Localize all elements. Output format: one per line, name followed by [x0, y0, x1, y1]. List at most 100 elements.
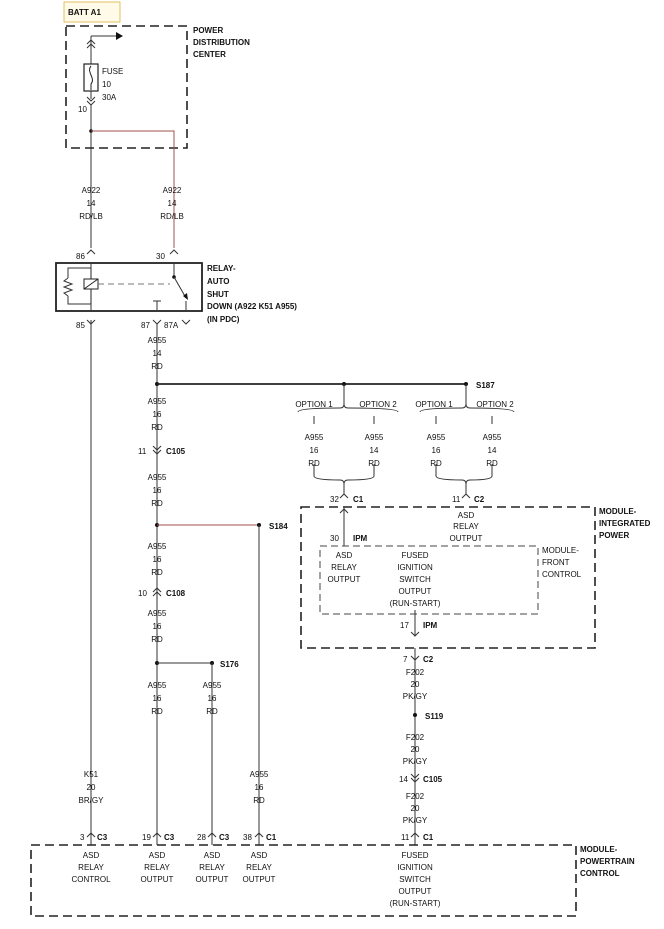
- pcm-p5-l5: (RUN-START): [390, 899, 441, 908]
- pcm-label-3: CONTROL: [580, 869, 620, 878]
- right-c2-name: C2: [423, 655, 434, 664]
- tipm-label-1: MODULE-: [599, 507, 637, 516]
- opt-wire-3-color: RD: [430, 459, 442, 468]
- fcm-label-1: MODULE-: [542, 546, 579, 555]
- pcm-p3-l3: OUTPUT: [196, 875, 229, 884]
- relay-label-2: AUTO: [207, 277, 230, 286]
- wire-k51-color: BR/GY: [79, 796, 105, 805]
- relay-switch: [153, 263, 188, 311]
- main-wire-5-color: RD: [151, 635, 163, 644]
- opt-wire-4-color: RD: [486, 459, 498, 468]
- c2-bottom-connector: [410, 655, 420, 661]
- main-wire-3-circuit: A955: [148, 473, 167, 482]
- fcm-fused-4: OUTPUT: [399, 587, 432, 596]
- pdc-label-2: DISTRIBUTION: [193, 38, 250, 47]
- pcm-conn-19: C3: [164, 833, 175, 842]
- relay-86-connector: [86, 249, 96, 255]
- pcm-pin-11: 11: [401, 833, 410, 842]
- main-wire-5-gauge: 16: [153, 622, 162, 631]
- pcm-p2-l2: RELAY: [144, 863, 170, 872]
- right-c105-connector: [410, 773, 420, 783]
- option-branch-left: [297, 384, 399, 499]
- fcm-fused-1: FUSED: [401, 551, 428, 560]
- tipm-label-2: INTEGRATED: [599, 519, 651, 528]
- tipm-asd-out-2: RELAY: [453, 522, 479, 531]
- wire-to-relay-30: [91, 130, 175, 248]
- main-wire-2-color: RD: [151, 423, 163, 432]
- pcm-pin-19: 19: [142, 833, 151, 842]
- s176-wire-color: RD: [206, 707, 218, 716]
- splice-s187: S187: [476, 381, 495, 390]
- wire-a922-left-gauge: 14: [87, 199, 96, 208]
- main-wire-2-circuit: A955: [148, 397, 167, 406]
- main-wire-6-gauge: 16: [153, 694, 162, 703]
- c108-connector-symbol: [152, 587, 162, 597]
- fuse-output-connector: [86, 91, 96, 106]
- pcm-pin-28: 28: [197, 833, 206, 842]
- s176-wire-gauge: 16: [208, 694, 217, 703]
- right-c105-pin: 14: [399, 775, 408, 784]
- tipm-box: [300, 506, 596, 649]
- opt-wire-1-color: RD: [308, 459, 320, 468]
- pcm-p3-l1: ASD: [204, 851, 221, 860]
- main-wire-1-circuit: A955: [148, 336, 167, 345]
- pcm-conn-3: C3: [97, 833, 108, 842]
- batt-label-box: [63, 1, 121, 23]
- main-wire-1-gauge: 14: [153, 349, 162, 358]
- relay-label-5: (IN PDC): [207, 315, 240, 324]
- tipm-asd-out-1: ASD: [458, 511, 475, 520]
- main-wire-2-gauge: 16: [153, 410, 162, 419]
- relay-label-4: DOWN (A922 K51 A955): [207, 302, 297, 311]
- option-2-left: OPTION 2: [359, 400, 397, 409]
- wire-a922-left-circuit: A922: [82, 186, 101, 195]
- fcm-asd-out-1: ASD: [336, 551, 353, 560]
- fcm-fused-2: IGNITION: [397, 563, 433, 572]
- fcm-asd-out-2: RELAY: [331, 563, 357, 572]
- c108-pin: 10: [138, 589, 147, 598]
- fuse-label-2: 10: [102, 80, 111, 89]
- fcm-fused-5: (RUN-START): [390, 599, 441, 608]
- pdc-label-3: CENTER: [193, 50, 226, 59]
- option-branch-right: [419, 384, 515, 499]
- relay-pin-85: 85: [76, 321, 85, 330]
- pcm-label-2: POWERTRAIN: [580, 857, 635, 866]
- main-wire-1-color: RD: [151, 362, 163, 371]
- f202-seg3-gauge: 20: [411, 804, 420, 813]
- splice-s184: S184: [269, 522, 288, 531]
- s184-wire-color: RD: [253, 796, 265, 805]
- pcm-conn-28: C3: [219, 833, 230, 842]
- c105-pin: 11: [138, 447, 147, 456]
- wire-a922-right-color: RD/LB: [160, 212, 184, 221]
- ipm-17-name: IPM: [423, 621, 438, 630]
- main-wire-4-circuit: A955: [148, 542, 167, 551]
- ipm-30-name: IPM: [353, 534, 368, 543]
- pcm-conn-38: C1: [266, 833, 277, 842]
- opt-wire-2-circuit: A955: [365, 433, 384, 442]
- f202-seg2-color: PK/GY: [403, 757, 428, 766]
- right-c105-name: C105: [423, 775, 443, 784]
- pcm-p2-l3: OUTPUT: [141, 875, 174, 884]
- opt-wire-2-color: RD: [368, 459, 380, 468]
- pcm-conn-11: C1: [423, 833, 434, 842]
- ipm-17-arrow: [410, 610, 420, 637]
- opt-wire-1-gauge: 16: [310, 446, 319, 455]
- fuse-symbol: [83, 63, 99, 92]
- splice-s119: S119: [425, 712, 444, 721]
- s176-wire-circuit: A955: [203, 681, 222, 690]
- main-wire-3-gauge: 16: [153, 486, 162, 495]
- s184-wire-circuit: A955: [250, 770, 269, 779]
- pcm-p5-l3: SWITCH: [399, 875, 431, 884]
- c108-name: C108: [166, 589, 186, 598]
- tipm-c1-name: C1: [353, 495, 364, 504]
- main-wire-3-color: RD: [151, 499, 163, 508]
- option-2-right: OPTION 2: [476, 400, 514, 409]
- pcm-p1-l3: CONTROL: [71, 875, 111, 884]
- pcm-p4-l1: ASD: [251, 851, 268, 860]
- f202-seg1-color: PK/GY: [403, 692, 428, 701]
- fuse-label-1: FUSE: [102, 67, 123, 76]
- s119-dot: [413, 713, 417, 717]
- fcm-label-3: CONTROL: [542, 570, 582, 579]
- f202-seg1-gauge: 20: [411, 680, 420, 689]
- relay-label-3: SHUT: [207, 290, 229, 299]
